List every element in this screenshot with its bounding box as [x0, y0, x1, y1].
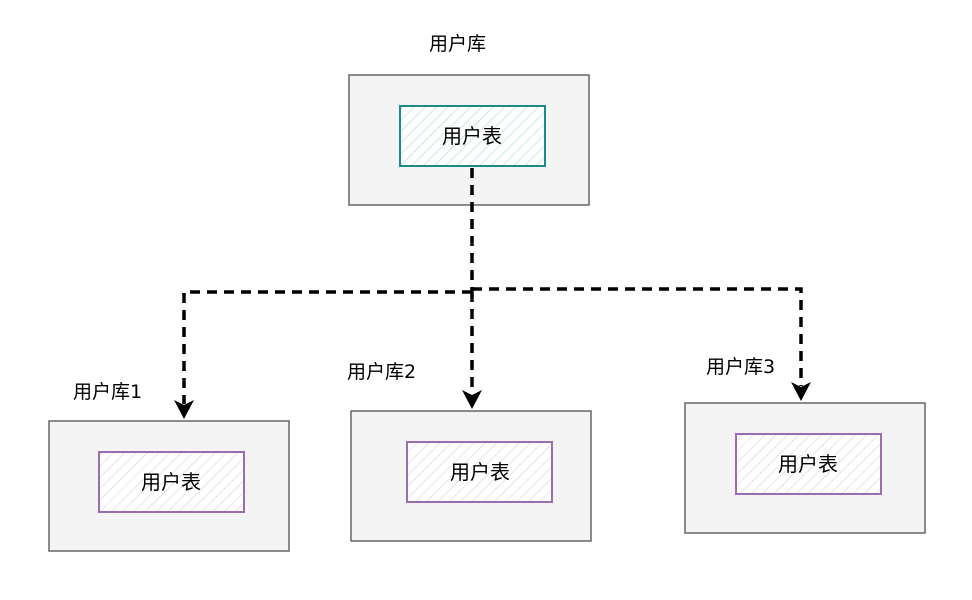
shard-2-table-box: 用户表: [406, 441, 553, 503]
source-db-label: 用户库: [429, 33, 487, 55]
shard-3-table-label: 用户表: [778, 452, 838, 476]
arrowhead-shard-3: [791, 382, 811, 401]
shard-3-db-label: 用户库3: [706, 356, 776, 378]
shard-1-table-box: 用户表: [98, 451, 245, 513]
source-table-box: 用户表: [399, 105, 546, 167]
source-table-label: 用户表: [442, 124, 502, 148]
shard-2-db-label: 用户库2: [347, 361, 417, 383]
arrowhead-shard-1: [174, 400, 194, 419]
shard-2-table-label: 用户表: [450, 460, 510, 484]
connector-to-shard-3: [472, 287, 803, 386]
arrowhead-shard-2: [462, 390, 482, 409]
connector-to-shard-1: [182, 290, 472, 404]
shard-1-table-label: 用户表: [141, 470, 201, 494]
shard-3-table-box: 用户表: [735, 433, 882, 495]
shard-1-db-label: 用户库1: [73, 381, 143, 403]
